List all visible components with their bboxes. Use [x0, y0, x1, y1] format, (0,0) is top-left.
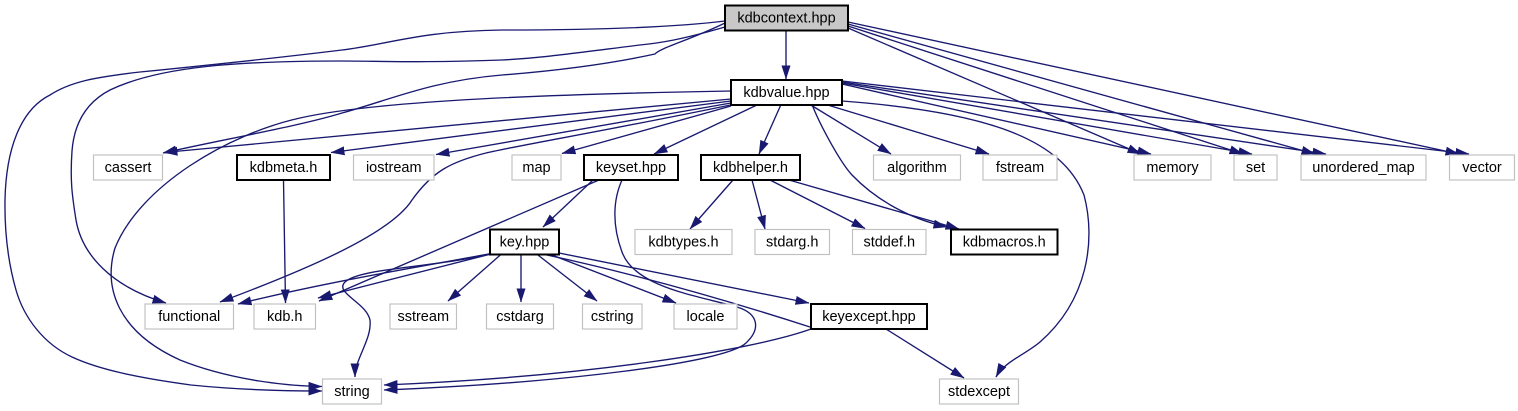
svg-text:unordered_map: unordered_map — [1312, 160, 1414, 176]
svg-text:kdbtypes.h: kdbtypes.h — [648, 234, 718, 250]
svg-text:key.hpp: key.hpp — [500, 234, 550, 250]
svg-text:keyset.hpp: keyset.hpp — [596, 160, 666, 176]
svg-text:kdbmacros.h: kdbmacros.h — [963, 234, 1046, 250]
svg-text:functional: functional — [158, 309, 220, 325]
svg-text:map: map — [522, 160, 550, 176]
svg-text:kdbvalue.hpp: kdbvalue.hpp — [743, 85, 829, 101]
svg-text:memory: memory — [1146, 160, 1199, 176]
svg-text:keyexcept.hpp: keyexcept.hpp — [822, 309, 916, 325]
svg-text:cstdarg: cstdarg — [496, 309, 544, 325]
svg-text:locale: locale — [687, 309, 725, 325]
svg-text:kdbhelper.h: kdbhelper.h — [713, 160, 788, 176]
svg-text:vector: vector — [1462, 160, 1502, 176]
svg-text:cassert: cassert — [105, 160, 152, 176]
svg-text:cstring: cstring — [591, 309, 634, 325]
svg-text:string: string — [334, 384, 369, 400]
svg-text:algorithm: algorithm — [887, 160, 947, 176]
svg-text:set: set — [1246, 160, 1265, 176]
svg-text:sstream: sstream — [397, 309, 449, 325]
svg-text:stdexcept: stdexcept — [948, 384, 1010, 400]
svg-text:stddef.h: stddef.h — [863, 234, 915, 250]
svg-text:kdb.h: kdb.h — [267, 309, 302, 325]
svg-text:kdbmeta.h: kdbmeta.h — [250, 160, 318, 176]
svg-text:stdarg.h: stdarg.h — [766, 234, 818, 250]
svg-text:iostream: iostream — [366, 160, 422, 176]
svg-text:kdbcontext.hpp: kdbcontext.hpp — [737, 10, 835, 26]
svg-text:fstream: fstream — [996, 160, 1044, 176]
